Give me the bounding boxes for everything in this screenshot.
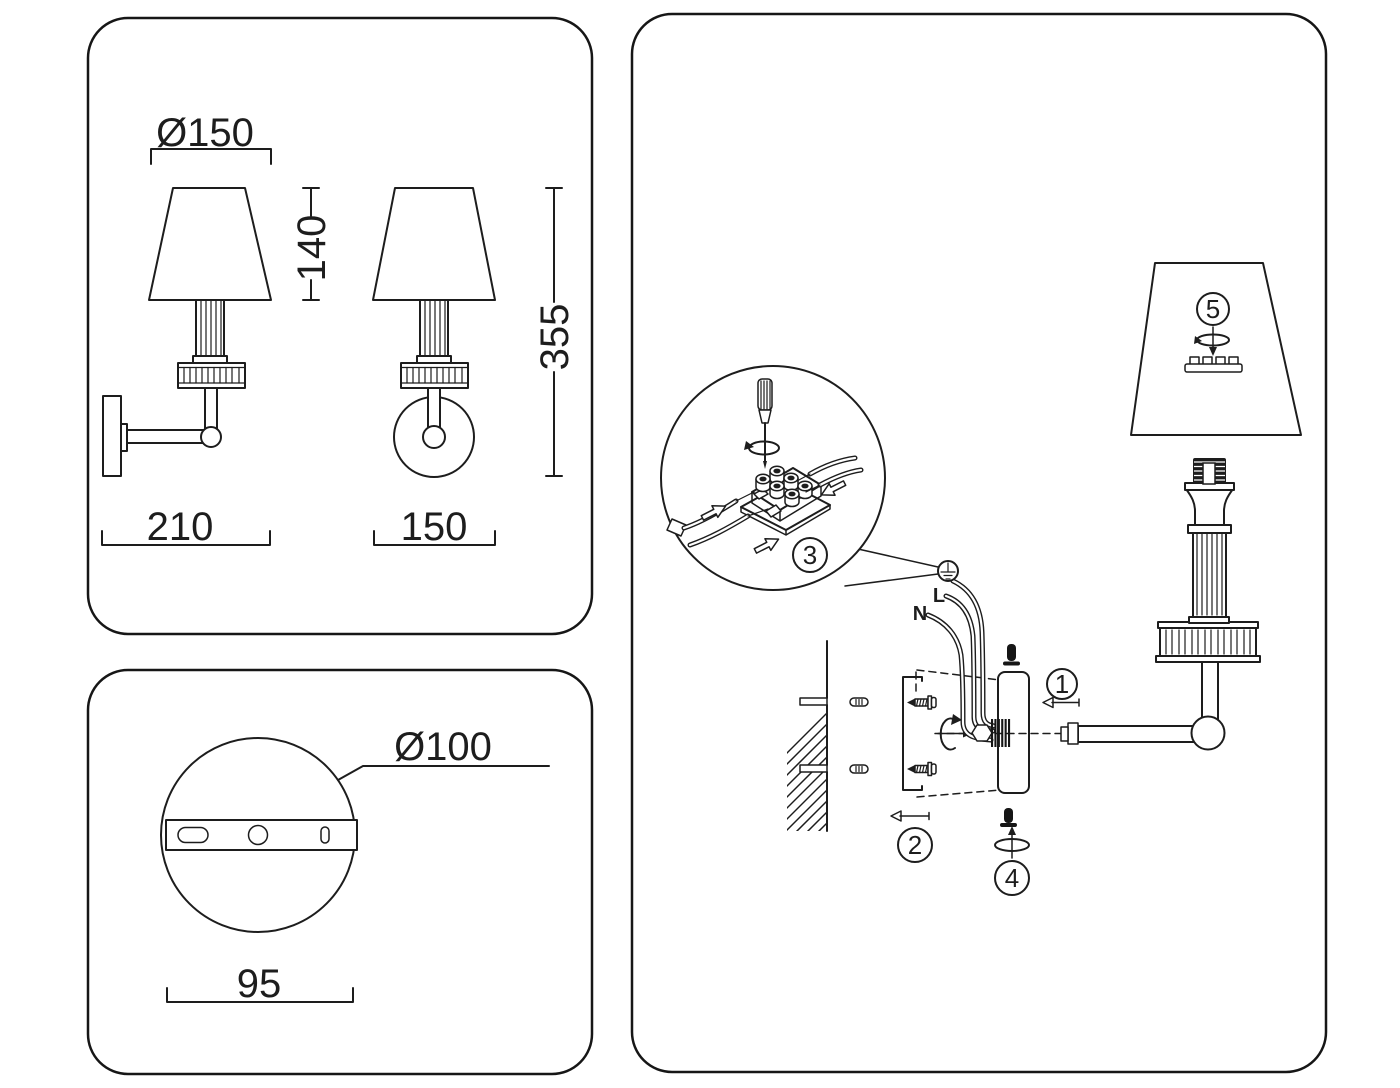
ball-joint	[200, 426, 222, 448]
rotate-icon	[1194, 326, 1230, 356]
small-hole	[320, 826, 330, 844]
terminal-screws	[755, 465, 813, 508]
arm-end-cap	[1060, 726, 1069, 742]
dim-hole-spacing: 95	[166, 962, 354, 1006]
ribbed-disc	[1155, 621, 1261, 663]
wall-hatch-pattern	[787, 711, 827, 831]
stem	[204, 387, 218, 431]
step-3-marker: 3	[792, 537, 828, 573]
step-2-label: 2	[908, 830, 922, 860]
rotate-icon	[994, 826, 1030, 859]
step-5-marker: 5	[1196, 292, 1230, 326]
direction-arrow-icon	[700, 505, 727, 521]
ribbed-column	[1192, 531, 1227, 618]
dim-wall-depth: 210	[101, 505, 271, 549]
band	[1187, 524, 1232, 534]
dim-wall-depth-label: 210	[147, 505, 214, 549]
dim-shade-height: 140	[290, 187, 334, 301]
wall-anchor	[849, 697, 869, 707]
dim-hole-spacing-label: 95	[237, 962, 282, 1006]
direction-arrow-icon	[890, 810, 930, 822]
drill-hole	[799, 697, 828, 706]
step-1-marker: 1	[1046, 668, 1078, 700]
lampshade	[148, 187, 272, 301]
mounting-screw	[907, 695, 937, 710]
fixing-screw	[1000, 808, 1017, 827]
dim-total-height-label: 355	[533, 304, 577, 371]
rotate-icon	[744, 440, 780, 456]
step-5-label: 5	[1206, 294, 1220, 324]
dim-shade-diameter: Ø150	[150, 111, 272, 165]
lampshade-step: 5	[1130, 262, 1302, 436]
mounting-bracket	[902, 676, 923, 791]
projection-lines	[915, 669, 1001, 798]
direction-arrow-icon	[820, 480, 847, 496]
dim-shade-diameter-label: Ø150	[156, 111, 254, 155]
step-3-label: 3	[803, 540, 817, 570]
step-1-label: 1	[1055, 669, 1069, 699]
arm-flange	[1067, 722, 1079, 745]
earth-ground-icon	[844, 548, 959, 587]
vertical-tube	[1201, 661, 1219, 725]
ribbed-disc	[177, 362, 246, 389]
wire-neutral-label: N	[913, 603, 927, 625]
dim-body-width-label: 150	[401, 505, 468, 549]
leader-line	[337, 765, 550, 781]
direction-arrow-icon	[1042, 696, 1080, 709]
dim-shade-height-label: 140	[290, 215, 334, 282]
panel-dimensions: Ø150 140 355 210 150	[86, 16, 594, 636]
candle-cup	[1185, 488, 1234, 526]
arm-tube	[1077, 725, 1195, 743]
sconce-front-view	[372, 187, 496, 478]
backplate-hub	[422, 425, 446, 449]
ribbed-column	[416, 299, 452, 364]
ribbed-column	[192, 299, 228, 364]
step-2-marker: 2	[897, 827, 933, 863]
panel-mounting-plate: Ø100 95	[86, 668, 594, 1076]
panel-dimensions-border	[86, 16, 594, 636]
terminal-detail-bubble: 3	[660, 365, 886, 591]
dim-plate-diameter-label: Ø100	[394, 725, 492, 769]
wall-section	[787, 640, 828, 832]
terminal-block	[740, 465, 831, 536]
direction-arrow-icon	[753, 538, 780, 554]
ball-joint	[1190, 715, 1226, 751]
center-hole	[247, 824, 269, 846]
dim-total-height: 355	[533, 187, 577, 477]
mounting-screw	[907, 761, 937, 777]
terminal-strip	[991, 719, 1011, 747]
hex-nut	[971, 724, 993, 742]
wall-anchor	[849, 764, 869, 774]
ribbed-disc	[400, 362, 469, 389]
dim-body-width: 150	[373, 505, 496, 549]
lampshade	[372, 187, 496, 301]
drill-hole	[799, 764, 828, 773]
sconce-side-view	[102, 187, 272, 477]
panel-installation: 1 2 4 L N	[630, 12, 1328, 1074]
fixing-screw	[1003, 644, 1020, 666]
wall-plate	[102, 395, 122, 477]
step-4-marker: 4	[994, 860, 1030, 896]
threaded-socket	[1193, 458, 1226, 485]
shade-ring-fitting	[1184, 356, 1243, 373]
arm	[126, 429, 206, 444]
wire-live-label: L	[933, 585, 945, 607]
slotted-hole	[177, 826, 209, 844]
lamp-arm-assembly	[1060, 661, 1226, 751]
step-4-label: 4	[1005, 863, 1019, 893]
wire-port	[765, 504, 782, 518]
lamp-body	[1155, 458, 1261, 663]
